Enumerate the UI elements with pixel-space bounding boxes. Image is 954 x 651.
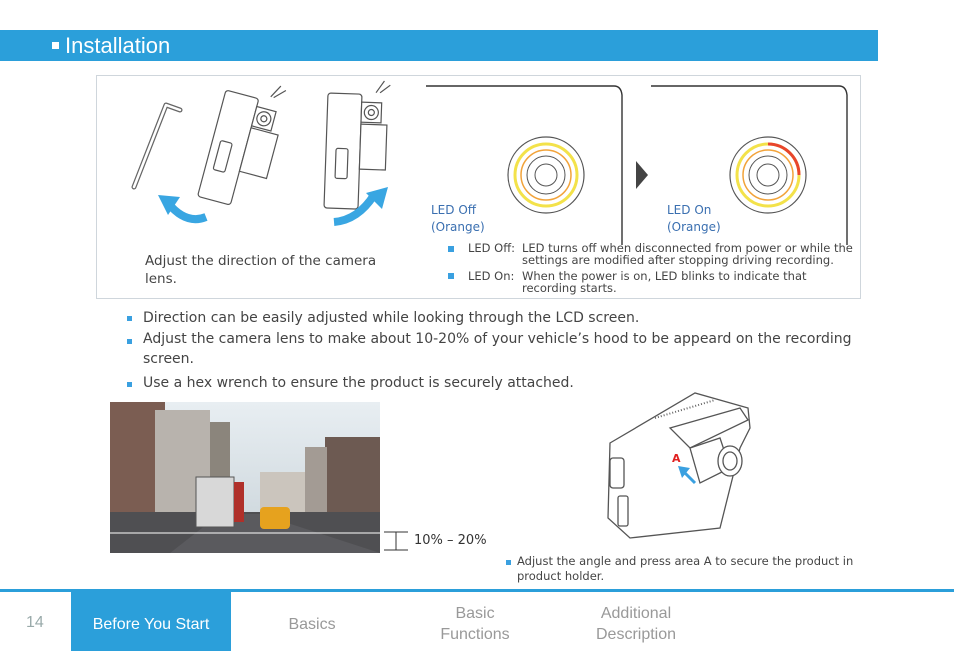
device-caption-bullet-icon: [506, 560, 511, 565]
footer-divider: [0, 589, 954, 592]
camera-rotated-right-icon: [323, 80, 391, 210]
tab-basic-functions[interactable]: Basic Functions: [440, 605, 510, 643]
bullet-text: Direction can be easily adjusted while l…: [143, 310, 640, 326]
legend-bullet-icon: [448, 246, 454, 252]
led-on-label: LED On (Orange): [667, 203, 721, 234]
legend-key: LED On:: [468, 269, 515, 283]
section-header: [0, 30, 878, 61]
road-photo: [110, 402, 380, 553]
range-bracket-icon: [384, 531, 408, 551]
device-mount-illustration: [607, 392, 751, 539]
legend-text: When the power is on, LED blinks to indi…: [522, 269, 807, 295]
range-label: 10% – 20%: [414, 533, 487, 548]
tab-basics[interactable]: Basics: [288, 616, 336, 633]
tab-additional-description[interactable]: Additional Description: [595, 605, 677, 643]
page-number: 14: [26, 614, 44, 631]
bullet-icon: [127, 316, 132, 321]
bullet-text: Adjust the camera lens to make about 10-…: [143, 331, 852, 367]
device-caption: Adjust the angle and press area A to sec…: [517, 554, 854, 583]
arrow-right-icon: [636, 161, 648, 189]
led-on-ring-icon: [729, 136, 807, 214]
tab-before-you-start-label[interactable]: Before You Start: [92, 616, 210, 633]
camera-rotated-left-icon: [197, 85, 287, 205]
bullet-text: Use a hex wrench to ensure the product i…: [143, 375, 574, 391]
rotate-right-arrow-icon: [333, 192, 378, 226]
panel-illustrations: [131, 80, 848, 245]
legend-key: LED Off:: [468, 241, 516, 255]
hex-wrench-icon: [131, 102, 183, 190]
led-off-ring-icon: [507, 136, 585, 214]
section-title: Installation: [65, 33, 171, 58]
tab-before-you-start[interactable]: [71, 592, 231, 651]
bullet-icon: [127, 382, 132, 387]
panel-caption: Adjust the direction of the camera lens.: [145, 253, 377, 287]
area-a-marker: A: [672, 452, 681, 465]
header-bullet-icon: [52, 42, 59, 49]
led-off-label: LED Off (Orange): [431, 203, 485, 234]
legend-bullet-icon: [448, 273, 454, 279]
legend-text: LED turns off when disconnected from pow…: [522, 241, 853, 267]
bullet-icon: [127, 339, 132, 344]
